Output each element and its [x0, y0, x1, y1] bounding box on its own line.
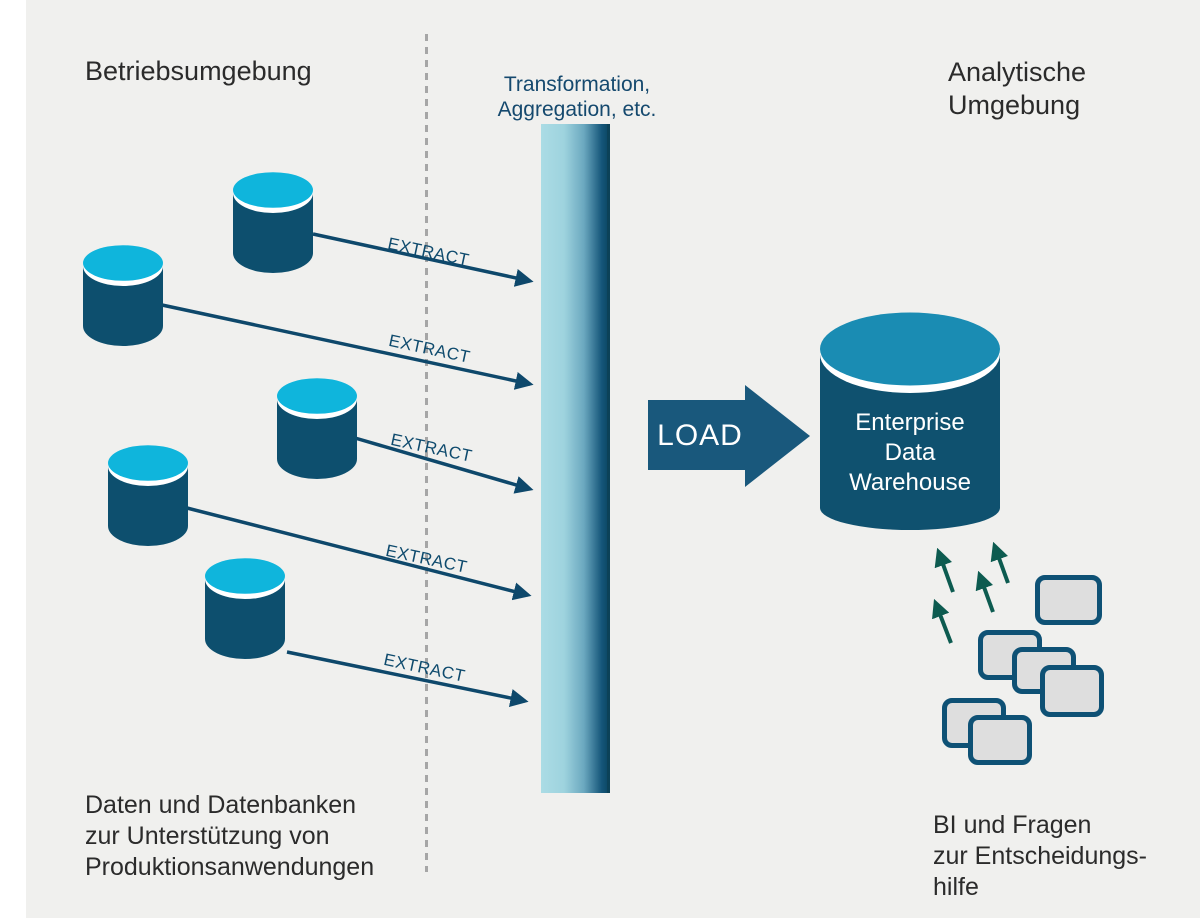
- bi-screen-icon: [968, 715, 1032, 765]
- source-database-icon: [83, 245, 163, 352]
- transformation-bar-icon: [541, 124, 610, 793]
- transformation-title-line1: Transformation,: [503, 73, 651, 96]
- left-caption-line3: Produktionsanwendungen: [85, 853, 375, 881]
- source-database-icon: [108, 445, 188, 552]
- left-region-title: Betriebsumgebung: [85, 56, 312, 86]
- load-label: LOAD: [657, 419, 743, 452]
- source-database-icon: [205, 558, 285, 665]
- right-region-title-line2: Umgebung: [948, 90, 1081, 120]
- transformation-title: Transformation, Aggregation, etc.: [477, 72, 677, 122]
- diagram-background: [26, 0, 1200, 918]
- warehouse-label: Enterprise Data Warehouse: [820, 408, 1000, 498]
- left-caption-line1: Daten und Datenbanken: [85, 791, 357, 819]
- bi-screen-icon: [1035, 575, 1102, 625]
- right-region-title-line1: Analytische: [948, 57, 1087, 87]
- warehouse-label-line1: Enterprise: [855, 409, 965, 436]
- enterprise-data-warehouse-icon: [820, 312, 1000, 545]
- left-caption-line2: zur Unterstützung von: [85, 822, 330, 850]
- source-database-icon: [233, 172, 313, 279]
- warehouse-label-line3: Warehouse: [849, 469, 971, 496]
- left-caption: Daten und Datenbanken zur Unterstützung …: [85, 790, 374, 883]
- right-caption-line2: zur Entscheidungs-: [933, 842, 1148, 870]
- source-database-icon: [277, 378, 357, 485]
- right-caption-line3: hilfe: [933, 873, 979, 901]
- bi-screen-icon: [1040, 665, 1104, 717]
- right-caption-line1: BI und Fragen: [933, 811, 1092, 839]
- warehouse-label-line2: Data: [884, 439, 936, 466]
- right-region-title: Analytische Umgebung: [948, 56, 1086, 122]
- right-caption: BI und Fragen zur Entscheidungs- hilfe: [933, 810, 1147, 903]
- transformation-title-line2: Aggregation, etc.: [497, 98, 657, 121]
